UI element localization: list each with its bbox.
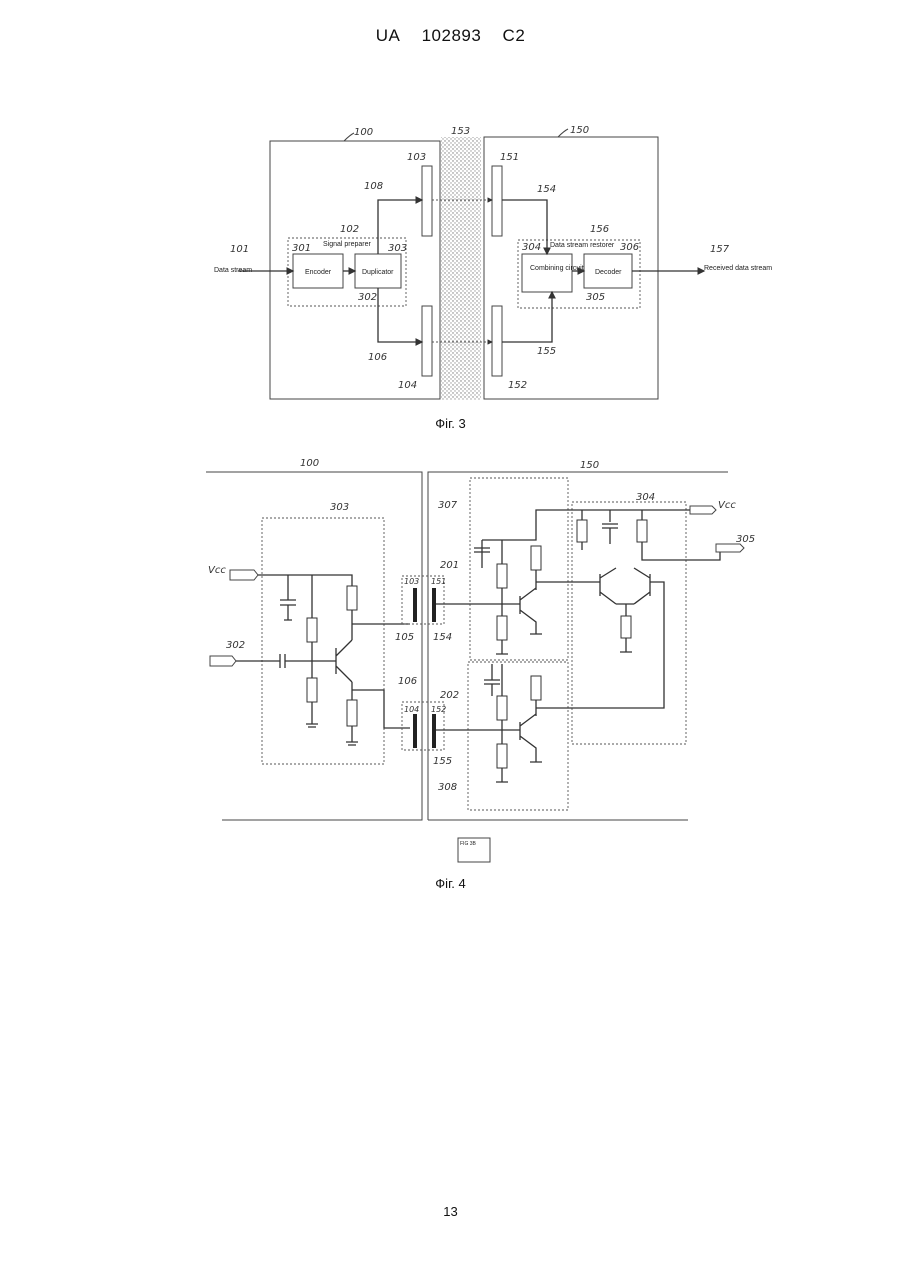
- page-number: 13: [0, 1204, 901, 1219]
- input-connector-302: [210, 656, 236, 666]
- ref-305-fig4: 305: [736, 534, 755, 545]
- ref-302-fig4: 302: [226, 640, 245, 651]
- duplicator-circuit-box: [262, 518, 384, 764]
- receiver-circuit-308: [468, 662, 568, 810]
- ref-105: 105: [395, 632, 414, 643]
- ref-106-fig4: 106: [398, 676, 417, 687]
- receiver-circuit-307: [470, 478, 568, 660]
- vcc-connector-left: [230, 570, 258, 580]
- vcc-left-label: Vcc: [208, 565, 226, 576]
- fig-tag: FIG 3B: [460, 841, 477, 847]
- ref-155-fig4: 155: [433, 756, 452, 767]
- ref-151-fig4: 151: [431, 577, 446, 586]
- ref-104-fig4: 104: [404, 705, 419, 714]
- vcc-right-label: Vcc: [718, 500, 736, 511]
- ref-304-fig4: 304: [636, 492, 655, 503]
- ref-154-fig4: 154: [433, 632, 452, 643]
- ref-100-fig4: 100: [300, 458, 319, 469]
- figure-4-caption: Фіг. 4: [0, 876, 901, 891]
- output-connector-305: [716, 544, 744, 552]
- ref-150-fig4: 150: [580, 460, 599, 471]
- ref-202: 202: [440, 690, 459, 701]
- ref-103-fig4: 103: [404, 577, 419, 586]
- ref-303-fig4: 303: [330, 502, 349, 513]
- ref-201: 201: [440, 560, 459, 571]
- vcc-connector-right: [690, 506, 716, 514]
- ref-308: 308: [438, 782, 457, 793]
- ref-152-fig4: 152: [431, 705, 446, 714]
- ref-307: 307: [438, 500, 458, 511]
